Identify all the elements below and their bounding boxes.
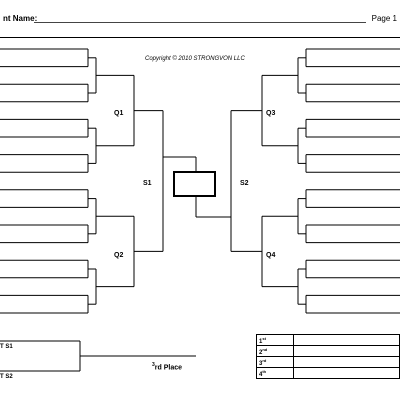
label-q1: Q1 [114,110,124,117]
label-q4: Q4 [266,252,276,259]
place-entry-4[interactable] [293,367,400,379]
place-rank-2: 2nd [256,345,294,357]
place-entry-1[interactable] [293,334,400,346]
place-rank-3: 3rd [256,356,294,368]
place-row-3: 3rd [256,356,400,368]
participant-name-label: nt Name: [3,14,38,23]
place-rank-4: 4th [256,367,294,379]
champion-box[interactable] [173,171,216,197]
label-s2: S2 [240,180,249,187]
place-row-1: 1st [256,334,400,346]
place-entry-3[interactable] [293,356,400,368]
third-place-label: 3rd Place [152,362,183,372]
place-row-2: 2nd [256,345,400,357]
label-q2: Q2 [114,252,124,259]
header-rule [0,37,400,38]
place-rank-1: 1st [256,334,294,346]
final-places-table: 1st 2nd 3rd 4th [256,334,400,379]
name-entry-line[interactable] [34,22,366,23]
third-place-slot-s2-label: T S2 [0,374,13,380]
label-s1: S1 [143,180,152,187]
place-entry-2[interactable] [293,345,400,357]
page-number: Page 1 [371,14,397,23]
copyright-notice: Copyright © 2010 STRONGVON LLC [145,56,245,62]
label-q3: Q3 [266,110,276,117]
place-row-4: 4th [256,367,400,379]
third-place-slot-s1-label: T S1 [0,344,13,350]
